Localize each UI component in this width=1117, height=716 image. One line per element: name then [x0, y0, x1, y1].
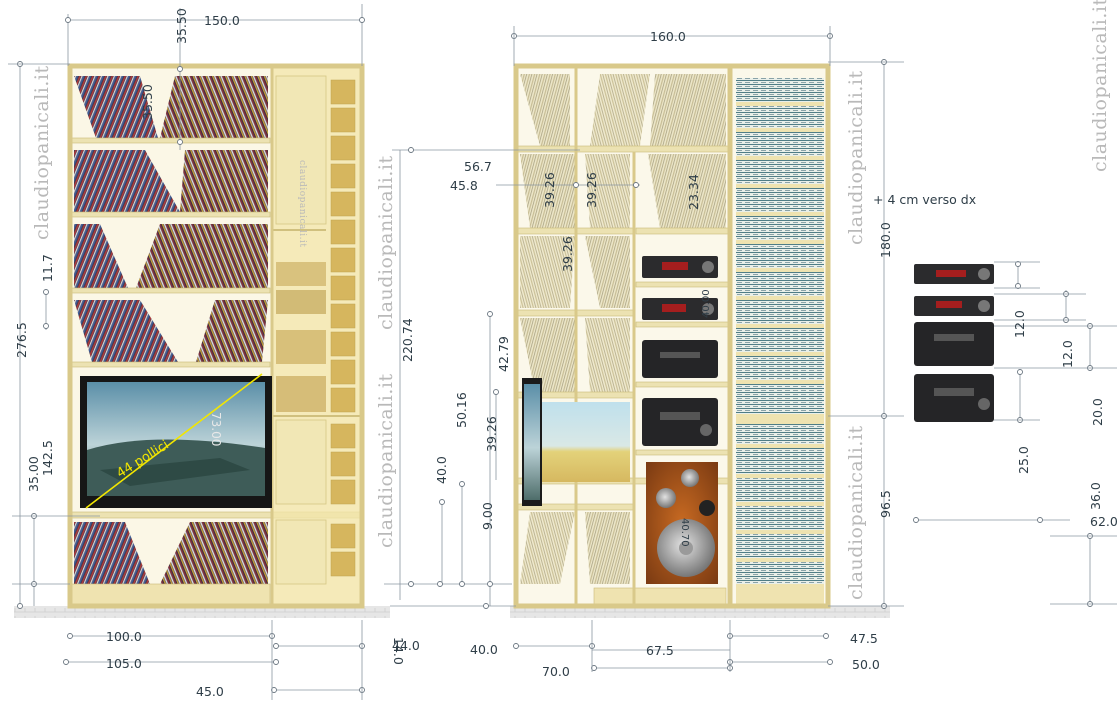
cd-shelves: [736, 78, 824, 416]
dim-40-0: 40.0: [434, 456, 449, 484]
dim-23-34: 23.34: [686, 174, 701, 210]
dim-45-8: 45.8: [450, 178, 478, 193]
dim-39-26: 39.26: [560, 236, 575, 272]
dim-36-0: 36.0: [1088, 482, 1103, 510]
dim-overall-height-left: 276.5: [14, 322, 29, 358]
dim-tv-shelf-height: 142.5: [40, 440, 55, 476]
dim-50-0: 50.0: [852, 657, 880, 672]
watermark: claudiopanicali.it: [1089, 0, 1111, 172]
tv-diagonal-line: [85, 373, 263, 509]
watermark: claudiopanicali.it: [31, 65, 53, 240]
vinyl-records: [520, 154, 575, 228]
dim-height-180: 180.0: [878, 222, 893, 258]
left-bookcase: [67, 63, 365, 609]
cd-changer-unit: [642, 340, 718, 378]
dim-50-16: 50.16: [454, 392, 469, 428]
vinyl-records: [160, 522, 268, 584]
vinyl-records: [136, 224, 268, 288]
vinyl-records: [520, 512, 575, 584]
vinyl-records: [74, 300, 178, 362]
vinyl-records: [74, 522, 150, 584]
tweeter-icon: [681, 469, 699, 487]
dim-shelf-height: 35.50: [140, 84, 155, 120]
dim-overall-width-middle: 160.0: [650, 29, 686, 44]
vinyl-records: [590, 74, 650, 146]
vinyl-records: [585, 236, 630, 308]
vinyl-records: [520, 236, 575, 308]
dim-39-26: 39.26: [542, 172, 557, 208]
dim-width-45: 45.0: [196, 684, 224, 699]
shift-note: + 4 cm verso dx: [873, 192, 976, 207]
dim-25-0: 25.0: [1016, 446, 1031, 474]
vinyl-records: [74, 224, 128, 288]
watermark: claudiopanicali.it: [297, 160, 307, 247]
dim-14: 14.0: [391, 637, 406, 665]
watermark: claudiopanicali.it: [375, 373, 397, 548]
hifi-stack-middle: [642, 256, 718, 584]
vinyl-records: [650, 74, 726, 146]
dim-shelf-thickness: 11.7: [40, 254, 55, 282]
floor-strip-middle: [510, 606, 890, 618]
dim-44: 44.0: [392, 638, 420, 653]
dim-40-70: 40.70: [679, 518, 690, 547]
vinyl-records: [585, 318, 630, 392]
vinyl-records: [520, 74, 570, 146]
dim-height-96-5: 96.5: [878, 490, 893, 518]
tv-screen-middle: [522, 378, 630, 506]
watermark: claudiopanicali.it: [845, 425, 867, 600]
dim-42-79: 42.79: [496, 336, 511, 372]
dimension-lines: [8, 4, 1117, 700]
dim-9-00: 9.00: [480, 502, 495, 530]
floor-strip-left: [14, 606, 390, 618]
dim-tv-height: 73.00: [209, 412, 223, 446]
watermark: claudiopanicali.it: [375, 155, 397, 330]
dim-67-5: 67.5: [646, 643, 674, 658]
dim-56-7: 56.7: [464, 159, 492, 174]
dim-depth-top: 35.50: [174, 8, 189, 44]
dim-62-0: 62.0: [1090, 514, 1117, 529]
dim-height-220: 220.74: [400, 318, 415, 362]
cd-changer-unit: [642, 398, 718, 446]
dim-70-0: 70.0: [542, 664, 570, 679]
dim-39-26: 39.26: [584, 172, 599, 208]
vinyl-records: [74, 150, 180, 212]
vinyl-records: [180, 150, 268, 212]
vinyl-records: [196, 300, 268, 362]
vinyl-records: [648, 154, 726, 228]
dim-40-00: 40.00: [701, 289, 712, 318]
dim-40-bottom: 40.0: [470, 642, 498, 657]
dim-12-0: 12.0: [1060, 340, 1075, 368]
vinyl-records: [160, 76, 268, 138]
dim-width-105: 105.0: [106, 656, 142, 671]
dim-width-100: 100.0: [106, 629, 142, 644]
dim-20-0: 20.0: [1090, 398, 1105, 426]
dim-39-26: 39.26: [484, 416, 499, 452]
vinyl-records: [585, 154, 630, 228]
vinyl-records: [520, 318, 575, 392]
vinyl-records: [74, 76, 158, 138]
tv-screen: 44 pollici 73.00: [80, 373, 272, 509]
watermark: claudiopanicali.it: [845, 70, 867, 245]
vinyl-records: [585, 512, 630, 584]
dim-47-5: 47.5: [850, 631, 878, 646]
hifi-components-right: [914, 264, 994, 422]
dim-overall-width-left: 150.0: [204, 13, 240, 28]
dim-base-height: 35.00: [26, 456, 41, 492]
dim-12-0: 12.0: [1012, 310, 1027, 338]
